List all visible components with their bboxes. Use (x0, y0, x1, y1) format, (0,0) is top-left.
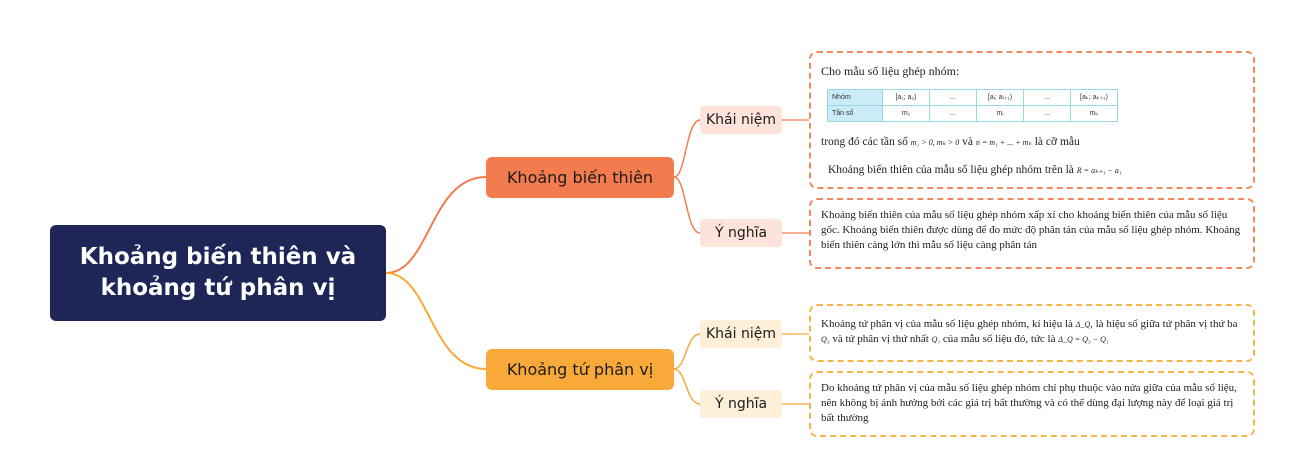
root-title-line2: khoảng tứ phân vị (100, 275, 336, 301)
link-b1-khai-niem (673, 119, 701, 178)
table-cell: [aᵢ; aᵢ₊₁) (976, 89, 1024, 106)
note-b2-y-nghia: Do khoảng tứ phân vị của mẫu số liệu ghé… (809, 371, 1255, 437)
root-topic[interactable]: Khoảng biến thiên và khoảng tứ phân vị (50, 225, 386, 321)
text: , là hiệu số giữa tứ phân vị thứ ba (1090, 318, 1238, 330)
leaf-b1-y-nghia[interactable]: Ý nghĩa (700, 219, 782, 247)
formula: Q₃ (821, 335, 830, 344)
table-row-frequencies: Tần số m₁ ... mᵢ ... mₖ (827, 105, 1118, 122)
leaf-b1-khai-niem[interactable]: Khái niệm (700, 106, 782, 134)
table-cell: ... (1023, 89, 1071, 106)
table-cell: mᵢ (976, 105, 1024, 122)
note-intro: Cho mẫu số liệu ghép nhóm: (821, 64, 960, 78)
text: trong đó các tần số (821, 136, 908, 148)
table-cell: ... (1023, 105, 1071, 122)
text: của mẫu số liệu đó, tức là (942, 333, 1056, 345)
link-b2-y-nghia (673, 368, 701, 405)
table-row-groups: Nhóm [a₁; a₂) ... [aᵢ; aᵢ₊₁) ... [aₖ; aₖ… (827, 89, 1118, 106)
row-header: Tần số (827, 105, 883, 122)
branch-khoang-bien-thien[interactable]: Khoảng biến thiên (486, 157, 674, 198)
table-cell: [aₖ; aₖ₊₁) (1070, 89, 1118, 106)
table-cell: ... (929, 105, 977, 122)
branch-khoang-tu-phan-vi[interactable]: Khoảng tứ phân vị (486, 349, 674, 390)
text: và (962, 136, 974, 148)
table-cell: mₖ (1070, 105, 1118, 122)
note-b1-khai-niem: Cho mẫu số liệu ghép nhóm: Nhóm [a₁; a₂)… (809, 51, 1255, 189)
formula: Δ_Q = Q₃ − Q₁ (1058, 335, 1109, 344)
formula: Δ_Q (1075, 320, 1091, 329)
table-cell: ... (929, 89, 977, 106)
link-b2-khai-niem (673, 333, 701, 370)
root-title-line1: Khoảng biến thiên và (79, 244, 357, 270)
formula: Q₁ (931, 335, 941, 344)
leaf-b2-khai-niem[interactable]: Khái niệm (700, 320, 782, 348)
table-cell: [a₁; a₂) (882, 89, 930, 106)
link-b1-y-nghia (673, 176, 701, 234)
note-range-line: Khoảng biến thiên của mẫu số liệu ghép n… (828, 163, 1122, 178)
link-root-khoang-tu-phan-vi (385, 272, 487, 370)
text: Khoảng biến thiên của mẫu số liệu ghép n… (828, 164, 1074, 176)
note-b1-y-nghia: Khoảng biến thiên của mẫu số liệu ghép n… (809, 198, 1255, 269)
formula: R = aₖ₊₁ − a₁ (1076, 166, 1122, 175)
note-condition-line: trong đó các tần số m₁ > 0, mₖ > 0 và n … (821, 135, 1080, 150)
table-cell: m₁ (882, 105, 930, 122)
formula: m₁ > 0, mₖ > 0 (910, 138, 960, 147)
frequency-table: Nhóm [a₁; a₂) ... [aᵢ; aᵢ₊₁) ... [aₖ; aₖ… (827, 89, 1118, 122)
row-header: Nhóm (827, 89, 883, 106)
text: là cỡ mẫu (1034, 136, 1080, 148)
note-b2-khai-niem: Khoảng tứ phân vị của mẫu số liệu ghép n… (809, 304, 1255, 362)
link-root-khoang-bien-thien (385, 176, 487, 274)
text: Khoảng tứ phân vị của mẫu số liệu ghép n… (821, 318, 1073, 330)
formula: n = m₁ + ... + mₖ (975, 138, 1032, 147)
leaf-b2-y-nghia[interactable]: Ý nghĩa (700, 390, 782, 418)
text: và tứ phân vị thứ nhất (832, 333, 929, 345)
